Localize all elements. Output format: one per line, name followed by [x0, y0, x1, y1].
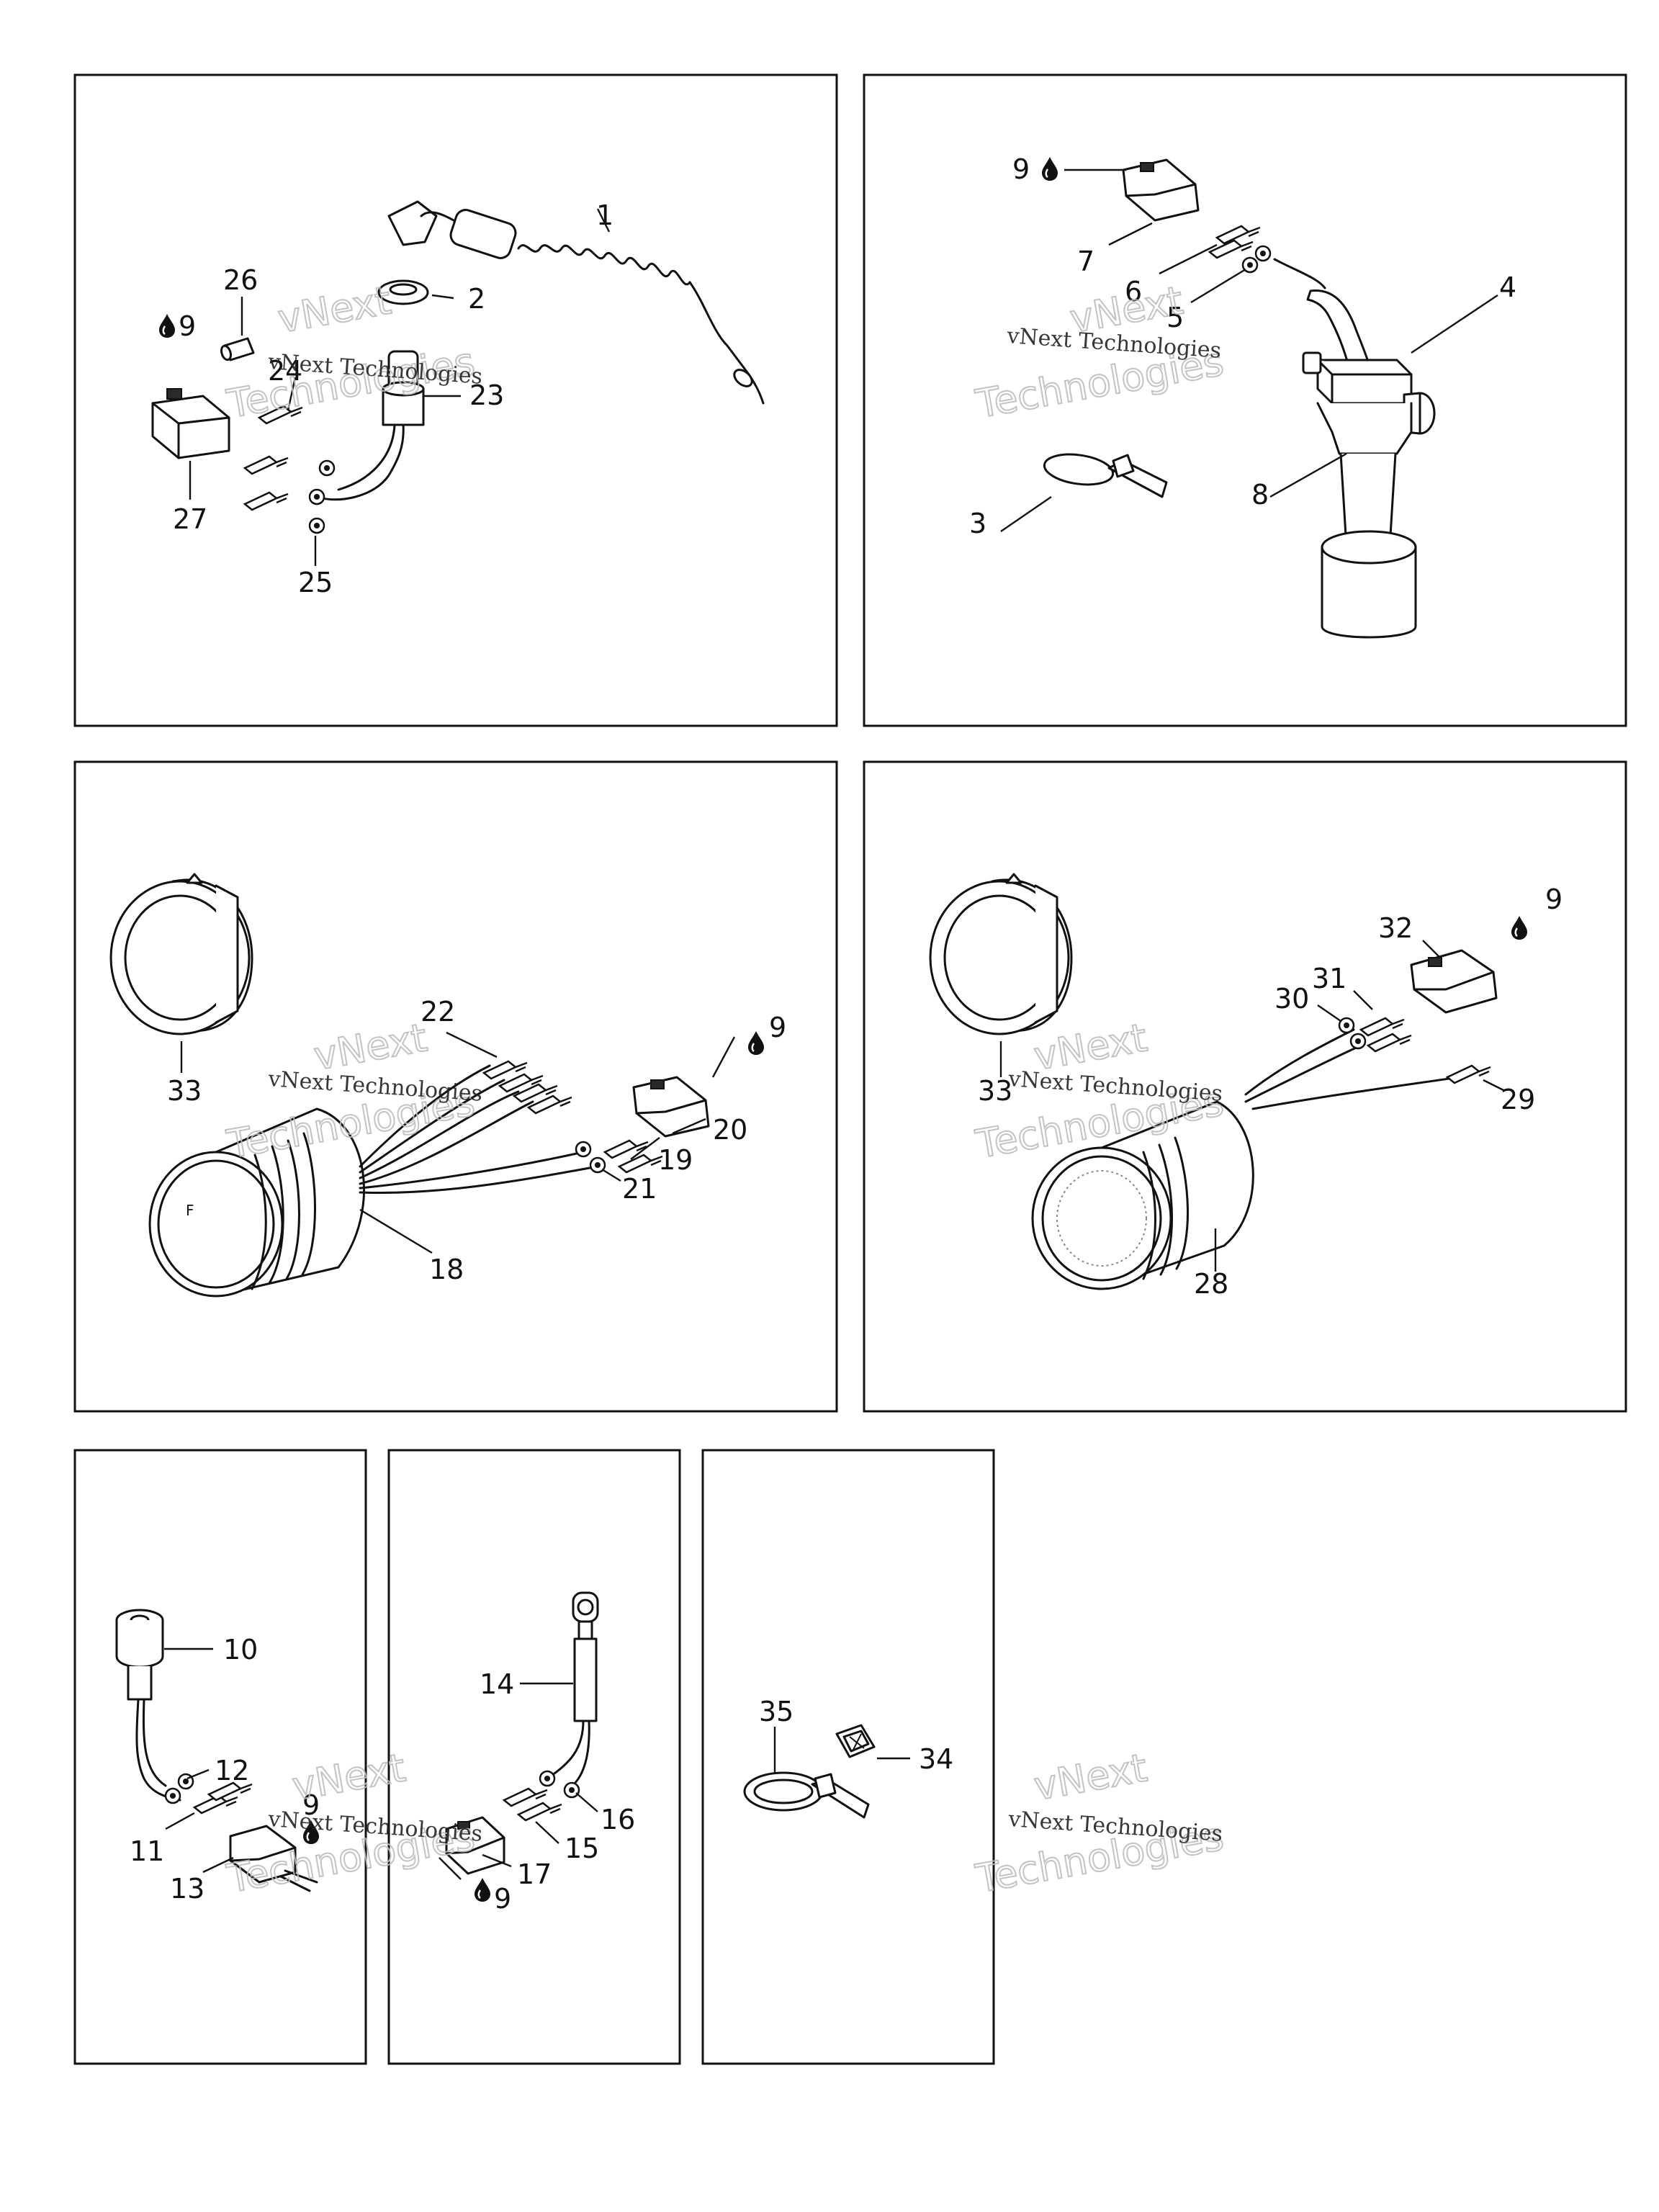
part-number-22: 22	[421, 996, 455, 1028]
part-number-8: 8	[1251, 479, 1269, 511]
part-number-18: 18	[429, 1254, 464, 1285]
part-number-34: 34	[919, 1743, 953, 1775]
switch-body-drawing	[315, 350, 425, 501]
panel-top-right: 9 7 6 5 4 3 8	[863, 73, 1627, 727]
part-number-26: 26	[223, 264, 258, 296]
part-number-32: 32	[1378, 912, 1413, 944]
watermark-text-big: vNext	[1030, 1745, 1150, 1809]
part-number-20: 20	[713, 1114, 747, 1146]
part-number-3: 3	[969, 508, 986, 539]
part-number-17: 17	[517, 1858, 552, 1890]
connector-housing-drawing	[151, 388, 230, 459]
part-number-9: 9	[494, 1883, 511, 1915]
connector-drawing	[1122, 158, 1200, 222]
part-number-5: 5	[1166, 302, 1184, 333]
part-number-10: 10	[223, 1634, 258, 1665]
connector-drawing	[445, 1816, 505, 1875]
part-number-27: 27	[173, 503, 207, 535]
part-number-33: 33	[167, 1075, 202, 1107]
part-number-15: 15	[565, 1833, 599, 1864]
panel-bottom-c: 35 34	[701, 1449, 995, 2065]
part-number-23: 23	[469, 379, 504, 411]
part-number-9: 9	[1545, 884, 1563, 915]
part-number-9: 9	[1012, 153, 1030, 185]
cable-tie-drawing	[1043, 453, 1168, 498]
connector-drawing	[1410, 949, 1498, 1014]
part-number-19: 19	[658, 1144, 693, 1176]
part-number-16: 16	[601, 1804, 635, 1835]
panel-bottom-b: 14 16 15 17 9	[387, 1449, 681, 2065]
lanyard-cord-drawing	[387, 200, 765, 405]
panel-mid-right: 33 32 9 31 30 29 28	[863, 760, 1627, 1413]
part-number-11: 11	[130, 1835, 164, 1867]
part-number-33: 33	[978, 1075, 1012, 1107]
part-number-12: 12	[215, 1755, 249, 1786]
panel-mid-left: F 33 22 9 20 1	[73, 760, 838, 1413]
part-number-1: 1	[596, 199, 613, 231]
part-number-7: 7	[1077, 246, 1094, 277]
part-number-4: 4	[1499, 271, 1516, 303]
gauge-drawing: F	[148, 1107, 365, 1298]
panel-bottom-a: 10 12 9 11 13	[73, 1449, 367, 2065]
nut-drawing	[377, 279, 429, 305]
part-number-30: 30	[1274, 983, 1309, 1015]
part-number-9: 9	[302, 1789, 320, 1821]
connector-drawing	[229, 1825, 318, 1892]
mounting-ring-drawing	[109, 873, 253, 1035]
mounting-ring-drawing	[929, 873, 1073, 1035]
part-number-29: 29	[1501, 1084, 1535, 1115]
sensor-drawing	[1273, 258, 1436, 639]
mount-base-drawing	[835, 1724, 876, 1758]
part-number-14: 14	[480, 1668, 514, 1700]
part-number-13: 13	[170, 1873, 204, 1905]
panel-top-left: 1 2 23 26 24 27 25 9	[73, 73, 838, 727]
sensor-lead-drawing	[546, 1591, 599, 1790]
connector-drawing	[632, 1076, 710, 1138]
part-number-24: 24	[268, 355, 302, 387]
cable-tie-drawing	[743, 1771, 870, 1819]
part-number-9: 9	[179, 310, 196, 342]
part-number-25: 25	[298, 567, 333, 598]
part-number-6: 6	[1125, 276, 1142, 307]
sender-unit-drawing	[115, 1609, 181, 1802]
part-number-35: 35	[759, 1696, 793, 1727]
part-number-31: 31	[1312, 963, 1346, 994]
svg-text:F: F	[186, 1202, 194, 1219]
part-number-9: 9	[769, 1012, 786, 1043]
watermark-group-6: vNext Technologies vNext Technologies	[971, 1744, 1228, 1902]
part-number-21: 21	[622, 1173, 657, 1205]
pin-drawing	[220, 337, 255, 361]
part-number-2: 2	[468, 283, 485, 315]
part-number-28: 28	[1194, 1268, 1228, 1300]
